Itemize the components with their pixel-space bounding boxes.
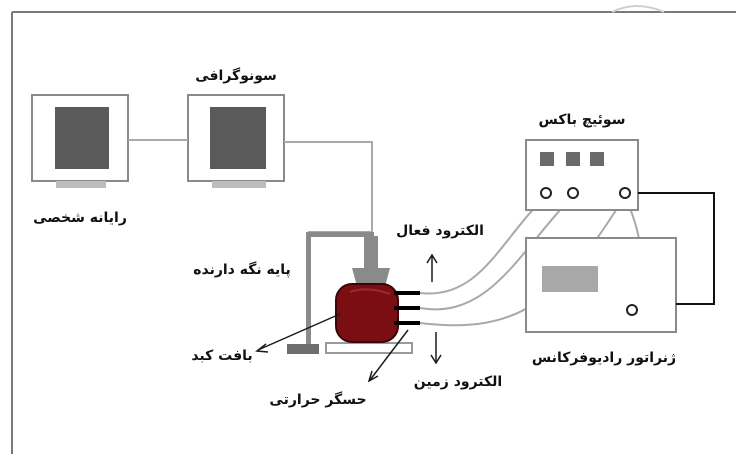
switch-button bbox=[590, 152, 604, 166]
switch-terminal bbox=[567, 187, 579, 199]
sonography-monitor bbox=[187, 94, 285, 188]
outer-frame bbox=[11, 5, 736, 454]
rf-generator-label: ژنراتور رادیوفرکانس bbox=[532, 350, 676, 366]
personal-computer-label: رایانه شخصی bbox=[33, 210, 127, 226]
switch-box-label: سوئیچ باکس bbox=[539, 112, 626, 128]
electrode-probes bbox=[394, 291, 420, 325]
pc-screen bbox=[55, 107, 109, 169]
personal-computer-monitor bbox=[31, 94, 129, 188]
rf-generator bbox=[525, 237, 677, 333]
active-electrode-label: الکترود فعال bbox=[396, 223, 484, 239]
sonography-label: سونوگرافی bbox=[195, 67, 277, 84]
switch-box bbox=[525, 139, 639, 211]
thermal-sensor-label: حسگر حرارتی bbox=[269, 391, 366, 408]
switch-terminal bbox=[619, 187, 631, 199]
switch-terminal bbox=[540, 187, 552, 199]
annotation-arrows bbox=[255, 253, 442, 383]
switch-button bbox=[566, 152, 580, 166]
rf-generator-display bbox=[542, 266, 598, 292]
power-connection-line bbox=[638, 192, 715, 305]
ground-electrode-label: الکترود زمین bbox=[414, 374, 502, 390]
liver-tissue-label: بافت کبد bbox=[191, 348, 252, 364]
holder-stand-label: پایه نگه دارنده bbox=[193, 261, 291, 278]
rf-generator-terminal bbox=[626, 304, 638, 316]
liver-tissue bbox=[335, 283, 399, 343]
switch-button bbox=[540, 152, 554, 166]
sonography-screen bbox=[210, 107, 266, 169]
